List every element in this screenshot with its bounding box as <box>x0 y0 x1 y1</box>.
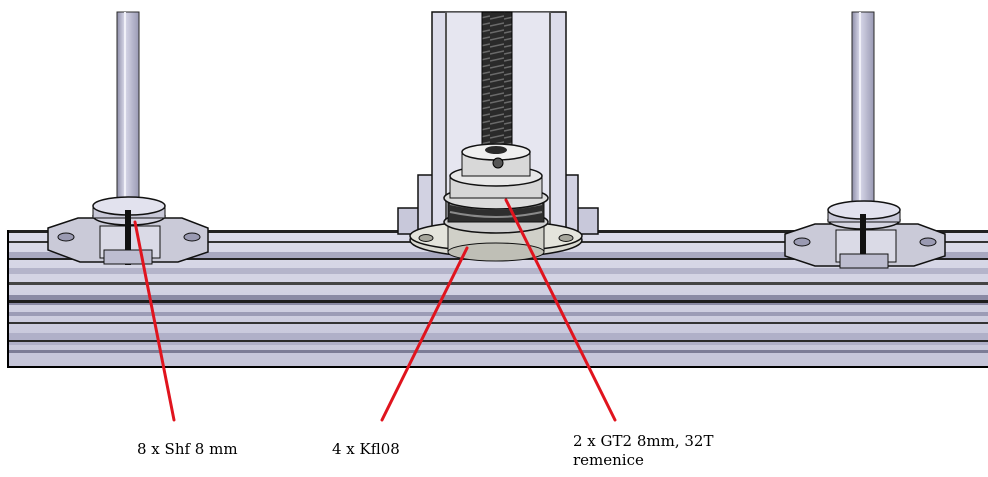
gt2-pulley <box>443 143 549 234</box>
callout-pulley-line-1: 2 x GT2 8mm, 32T <box>573 432 714 450</box>
right-linear-shaft <box>851 11 875 219</box>
callout-shaft-support-label: 8 x Shf 8 mm <box>137 440 238 458</box>
callout-pulley-line-2: remenice <box>573 451 644 469</box>
callout-leaders <box>133 198 617 422</box>
callout-flange-bearing-label: 4 x Kfl08 <box>332 440 400 458</box>
callout-pulley-label: 2 x GT2 8mm, 32T remenice <box>573 432 713 470</box>
lead-screw <box>481 11 513 163</box>
left-linear-shaft <box>116 11 140 219</box>
right-shaft-support-block <box>784 200 946 269</box>
leader-pulley <box>504 198 617 422</box>
leader-flange-bearing <box>380 246 469 422</box>
left-shaft-support-block <box>47 196 209 265</box>
leader-shaft-support <box>133 220 176 422</box>
